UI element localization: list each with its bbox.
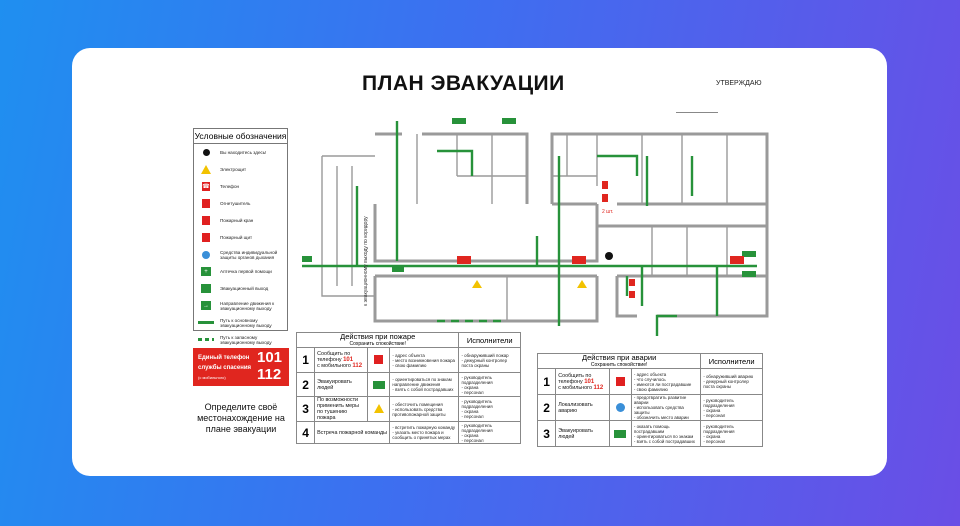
accident-actions-table: Действия при аварии Сохранить спокойстви… [536,353,763,447]
ppe-icon [202,250,210,259]
legend-title: Условные обозначения [194,129,287,144]
fire-shield-icon [202,233,210,242]
main-evacuation-path [302,121,757,336]
legend-item: Пожарный щит [194,229,287,246]
table-row: 4 Встреча пожарной команды - встретить п… [295,421,521,444]
phone-icon: ☎ [202,182,210,191]
floor-plan: 2 шт. к эвакуационному выходу по коридор… [302,118,769,336]
extinguisher-count-label: 2 шт. [602,209,613,215]
electric-shield-icon [373,404,384,413]
table-row: 2 Локализовать аварию - предотвратить ра… [536,394,763,421]
direction-arrow-icon: → [201,301,211,310]
phone-number-112: 112 [257,366,282,383]
fire-table-header: Действия при пожаре Сохранить спокойстви… [295,332,460,348]
page-title: ПЛАН ЭВАКУАЦИИ [362,72,565,95]
legend-item: →Направление движения к эвакуационному в… [201,300,275,311]
electric-shield-icons [472,280,587,288]
table-row: 2 Эвакуировать людей - ориентироваться п… [295,372,521,397]
approve-label: УТВЕРЖДАЮ [716,80,762,87]
extinguisher-icons [457,181,744,298]
phone-label-3: (с мобильного) [198,375,226,380]
evacuation-exit-icons [302,118,756,277]
ppe-icon [615,402,625,412]
direction-arrow-icon [372,380,385,389]
phone-label-1: Единый телефон [198,355,250,361]
fire-extinguisher-icon [202,199,210,208]
fire-actions-table: Действия при пожаре Сохранить спокойстви… [295,332,521,444]
phone-label-2: службы спасения [198,365,252,371]
spare-path-icon [198,338,214,341]
location-dot-icon [202,149,210,156]
corridor-label: к эвакуационному выходу по коридору [363,216,369,306]
you-are-here-icon [605,252,613,260]
legend-item: Огнетушитель [194,195,287,212]
legend-item: Пожарный кран [194,212,287,229]
phone-number-101: 101 [257,349,283,366]
legend-item: Эвакуационный выход [194,280,287,297]
table-row: 3 Эвакуировать людей - оказать помощь по… [536,420,763,447]
first-aid-icon: + [201,267,211,276]
accident-exec-header: Исполнители [700,353,763,369]
approve-signature-line [676,112,718,113]
legend-item: Вы находитесь здесь! [194,144,287,161]
legend-item: Электрощит [194,161,287,178]
evacuation-plan-card: ПЛАН ЭВАКУАЦИИ УТВЕРЖДАЮ Условные обозна… [72,48,887,476]
walls [373,132,769,323]
legend-item: ☎Телефон [202,182,240,191]
legend: Условные обозначения Вы находитесь здесь… [193,128,288,345]
electric-shield-icon [201,165,211,174]
locate-instruction: Определите своё местонахождение на плане… [197,402,285,434]
first-aid-icon [614,429,627,438]
accident-table-header: Действия при аварии Сохранить спокойстви… [536,353,702,369]
legend-item: +Аптечка первой помощи [194,263,287,280]
fire-exec-header: Исполнители [458,332,521,348]
phone-icon [374,355,384,364]
evacuation-exit-icon [201,284,211,293]
table-row: 3 По возможности применить меры по тушен… [295,396,521,422]
phone-icon [615,376,625,386]
main-path-icon [198,321,214,324]
legend-item: Путь к основному эвакуационному выходу [194,314,287,331]
emergency-phone-box: Единый телефон службы спасения (с мобиль… [193,348,289,386]
legend-item: Путь к запасному эвакуационному выходу [194,331,287,348]
legend-item: Средства индивидуальной защиты органов д… [194,246,287,263]
fire-hydrant-icon [202,216,210,225]
